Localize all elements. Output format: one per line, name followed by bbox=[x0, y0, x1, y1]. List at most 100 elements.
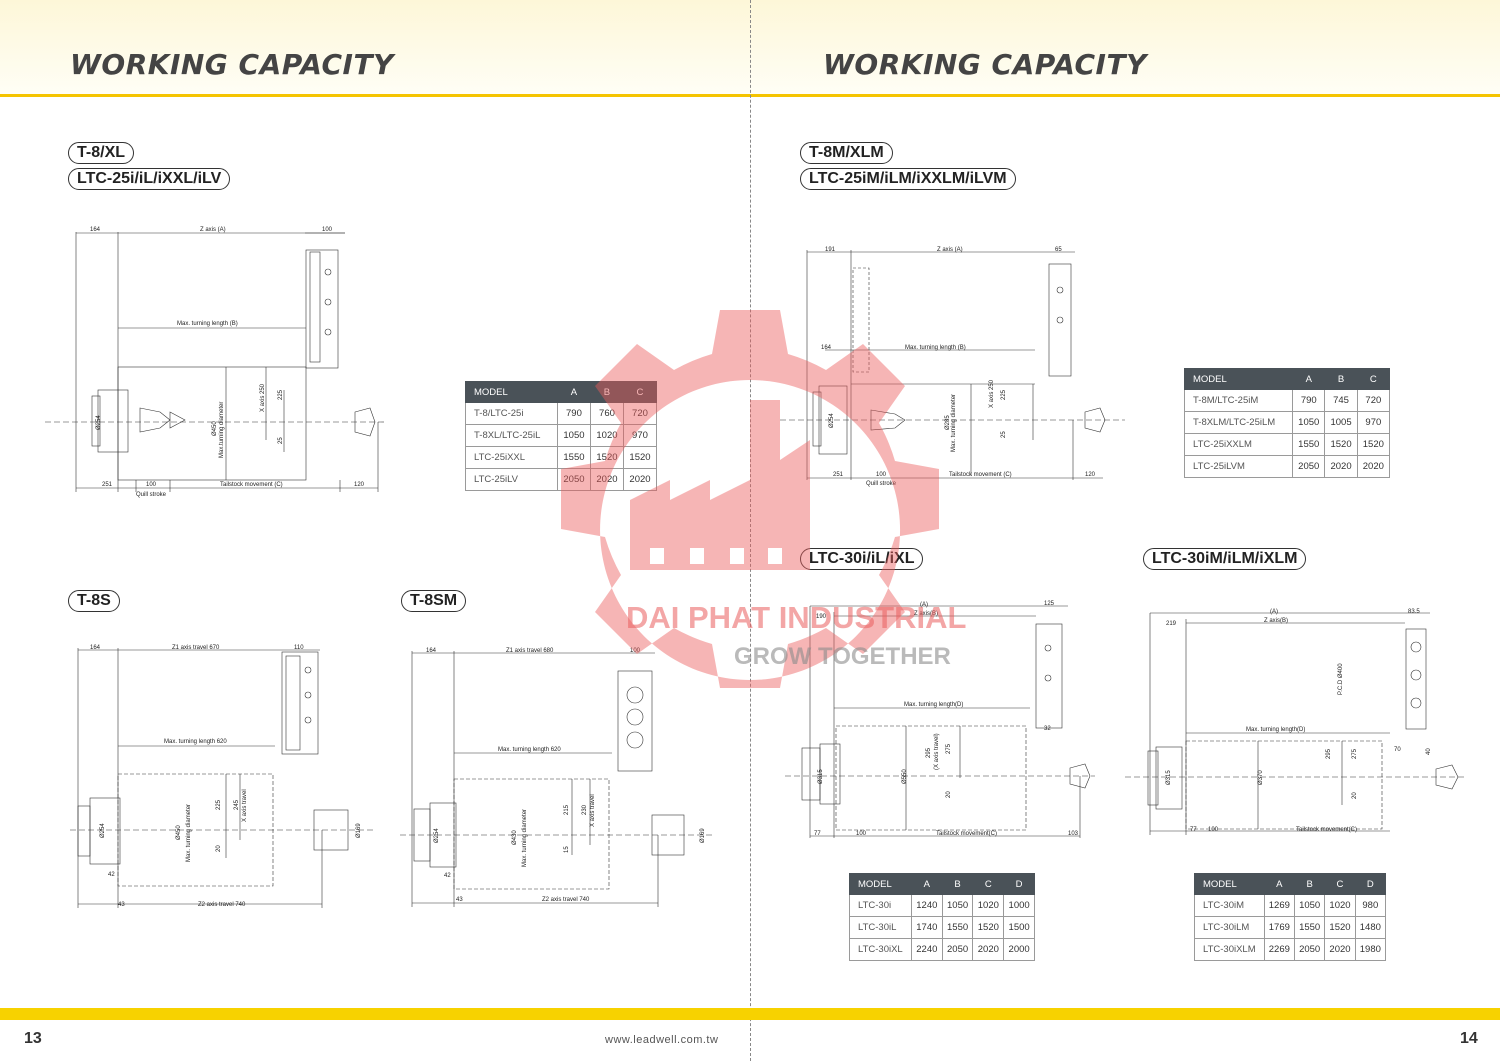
cell: 1550 bbox=[556, 446, 591, 469]
dim-t8m-maxdia: Max. turning diameter bbox=[951, 394, 957, 452]
cell: 1500 bbox=[1003, 916, 1035, 939]
dim-t8s-110: 110 bbox=[294, 645, 304, 651]
cell: 720 bbox=[1356, 389, 1391, 412]
watermark-text: DAI PHAT INDUSTRIAL bbox=[626, 600, 967, 635]
cell: 2050 bbox=[1293, 938, 1326, 961]
table-header-row: MODEL A B C bbox=[465, 381, 658, 403]
dim-t8s-xaxis: X axis travel bbox=[242, 789, 248, 822]
dim-t8sm-254: Ø254 bbox=[434, 828, 440, 843]
col-b: B bbox=[1324, 368, 1358, 390]
col-model: MODEL bbox=[465, 381, 558, 403]
dim-t8s-225: 225 bbox=[216, 799, 222, 810]
dim-t8sm-100: 100 bbox=[630, 648, 641, 654]
col-a: A bbox=[1263, 873, 1295, 895]
cell: LTC-30iM bbox=[1194, 894, 1265, 917]
cell: 2020 bbox=[1324, 455, 1358, 478]
cell: 1240 bbox=[910, 894, 943, 917]
cell: T-8M/LTC-25iM bbox=[1183, 389, 1294, 412]
dim-ltc30m-370: Ø370 bbox=[1258, 770, 1264, 785]
cell: T-8XL/LTC-25iL bbox=[465, 424, 558, 447]
dim-ltc30-190: 190 bbox=[816, 614, 827, 620]
dim-t8m-maxturn: Max. turning length (B) bbox=[905, 345, 966, 351]
dim-t8-x250: X axis 250 bbox=[260, 383, 266, 412]
dim-ltc30m-pcd: P.C.D Ø400 bbox=[1338, 663, 1344, 695]
cell: 2020 bbox=[1356, 455, 1391, 478]
dim-t8s-169: Ø169 bbox=[356, 823, 362, 838]
cell: 2020 bbox=[589, 468, 624, 491]
cell: 1050 bbox=[556, 424, 591, 447]
section-label-t8m: T-8M/XLM bbox=[800, 142, 893, 164]
dim-t8-225: 225 bbox=[278, 389, 284, 400]
dim-ltc30m-835: 83.5 bbox=[1408, 609, 1420, 615]
drawing-ltc30: 190 (A) Z axis(B) 125 Max. turning lengt… bbox=[780, 598, 1100, 843]
dim-t8s-164: 164 bbox=[90, 645, 101, 651]
cell: LTC-30iLM bbox=[1194, 916, 1265, 939]
cell: 1000 bbox=[1003, 894, 1035, 917]
cell: 1550 bbox=[1292, 433, 1326, 456]
col-c: C bbox=[972, 873, 1005, 895]
dim-t8s-42: 42 bbox=[108, 872, 115, 878]
dim-t8m-251: 251 bbox=[833, 472, 844, 478]
dim-t8sm-42: 42 bbox=[444, 873, 451, 879]
dim-ltc30-125: 125 bbox=[1044, 601, 1055, 607]
dim-t8-254: Ø254 bbox=[96, 415, 102, 430]
page-title-left: WORKING CAPACITY bbox=[70, 48, 394, 81]
dim-ltc30m-tail: Tailstock movement(C) bbox=[1296, 827, 1357, 833]
page-number-left: 13 bbox=[24, 1030, 42, 1047]
dim-t8s-z1: Z1 axis travel 670 bbox=[172, 645, 220, 651]
cell: 2050 bbox=[941, 938, 974, 961]
dim-ltc30-103: 103 bbox=[1068, 831, 1079, 837]
dim-t8sm-230: 230 bbox=[582, 804, 588, 815]
section-label-t8s: T-8S bbox=[68, 590, 120, 612]
cell: 2000 bbox=[1003, 938, 1035, 961]
cell: LTC-25iLV bbox=[465, 468, 558, 491]
col-b: B bbox=[941, 873, 974, 895]
cell: 2050 bbox=[556, 468, 591, 491]
dim-t8m-225: 225 bbox=[1001, 389, 1007, 400]
cell: LTC-30i bbox=[849, 894, 912, 917]
col-d: D bbox=[1354, 873, 1387, 895]
dim-t8m-285: Ø285 bbox=[945, 415, 951, 430]
cell: 1520 bbox=[1324, 433, 1358, 456]
footer-url: www.leadwell.com.tw bbox=[605, 1034, 719, 1046]
section-label-t8sm: T-8SM bbox=[401, 590, 467, 612]
dim-t8m-191: 191 bbox=[825, 247, 836, 253]
drawing-t8s: 164 Z1 axis travel 670 110 Max. turning … bbox=[70, 640, 380, 915]
cell: 2269 bbox=[1263, 938, 1295, 961]
dim-ltc30-a: (A) bbox=[920, 602, 928, 608]
dim-t8s-z2: Z2 axis travel 740 bbox=[198, 902, 246, 908]
dim-ltc30-295: 295 bbox=[926, 747, 932, 758]
dim-t8sm-15: 15 bbox=[564, 846, 570, 853]
table-header-row: MODEL A B C bbox=[1183, 368, 1391, 390]
dim-t8-100: 100 bbox=[322, 227, 333, 233]
dim-t8-100b: 100 bbox=[146, 482, 157, 488]
dim-t8sm-z2: Z2 axis travel 740 bbox=[542, 897, 590, 903]
dim-t8m-100: 100 bbox=[876, 472, 887, 478]
page-number-right: 14 bbox=[1460, 1030, 1478, 1047]
dim-t8m-tail: Tailstock movement (C) bbox=[949, 472, 1012, 478]
dim-t8m-65: 65 bbox=[1055, 247, 1062, 253]
dim-t8s-43: 43 bbox=[118, 902, 125, 908]
dim-ltc30m-70: 70 bbox=[1394, 747, 1401, 753]
dim-t8s-maxdia: Max. turning diameter bbox=[186, 804, 192, 862]
section-label-ltc30: LTC-30i/iL/iXL bbox=[800, 548, 924, 570]
dim-t8m-x250: X axis 250 bbox=[989, 379, 995, 408]
cell: 1550 bbox=[1293, 916, 1326, 939]
cell: 1005 bbox=[1324, 411, 1358, 434]
dim-ltc30-77: 77 bbox=[814, 831, 821, 837]
dim-ltc30m-219: 219 bbox=[1166, 621, 1177, 627]
dim-ltc30-32: 32 bbox=[1044, 726, 1051, 732]
